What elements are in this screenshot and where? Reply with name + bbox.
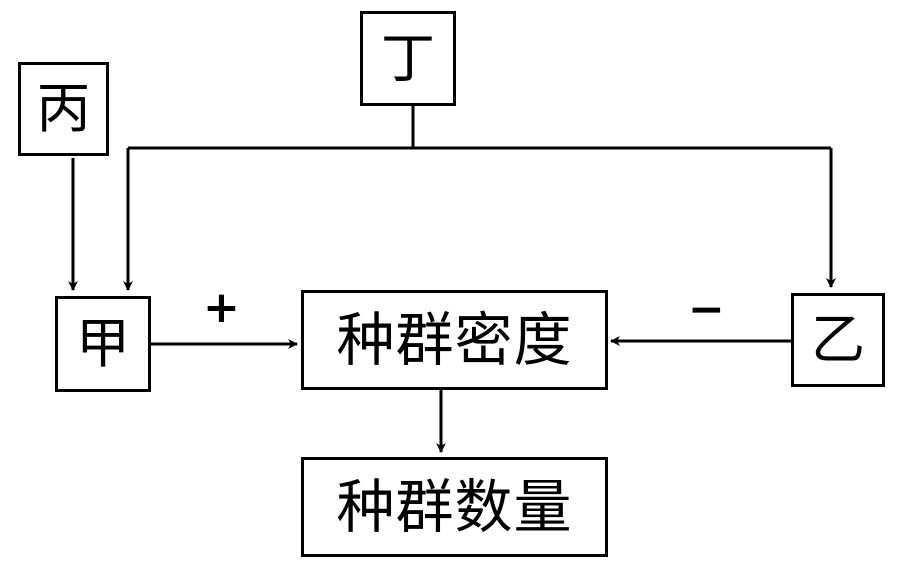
node-population-quantity: 种群数量 — [301, 457, 608, 557]
minus-sign: − — [688, 284, 725, 335]
node-yi: 乙 — [791, 293, 885, 387]
plus-sign: + — [203, 282, 240, 333]
node-bing: 丙 — [18, 62, 109, 156]
node-ding: 丁 — [360, 11, 456, 106]
node-jia: 甲 — [55, 296, 151, 392]
node-population-density: 种群密度 — [301, 290, 608, 390]
